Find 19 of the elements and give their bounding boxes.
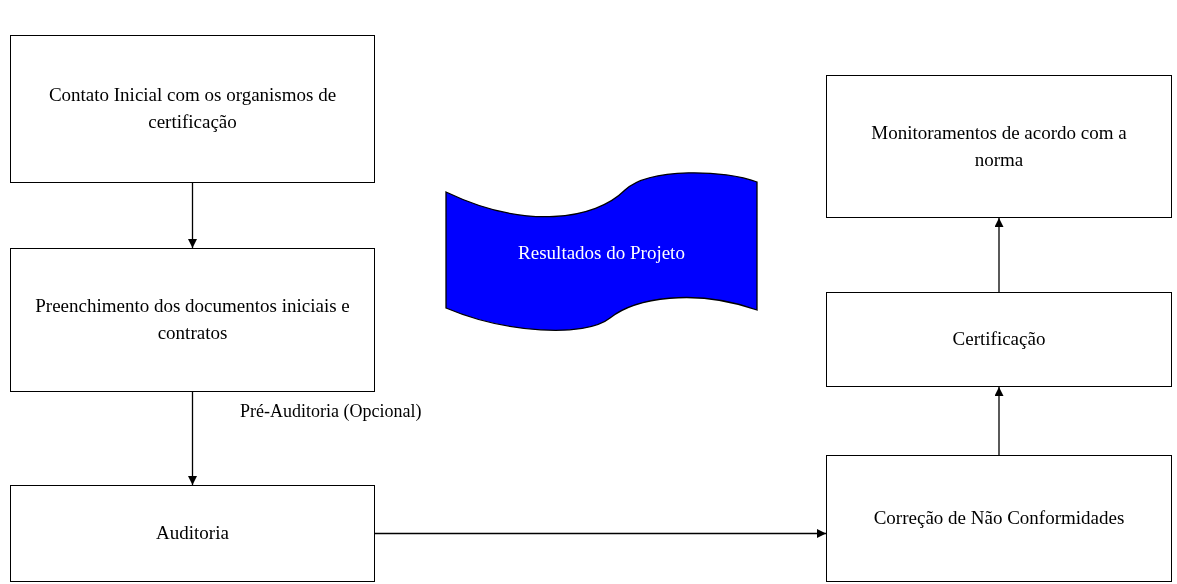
process-box: [10, 485, 375, 582]
node-text: Auditoria: [156, 521, 229, 546]
arrow: [188, 391, 197, 486]
node-text: Certificação: [952, 327, 1046, 352]
node-text: Correção de Não Conformidades: [873, 506, 1125, 531]
process-box: [10, 248, 375, 392]
arrow: [188, 182, 197, 249]
process-box: [826, 292, 1172, 387]
node-text: Resultados do Projeto: [517, 240, 686, 265]
arrow: [994, 217, 1004, 293]
node-text: Contato Inicial com os organismos de certificação: [47, 83, 338, 134]
node-text: Monitoramentos de acordo com a norma: [870, 120, 1128, 172]
process-box: [10, 35, 375, 183]
process-box: [826, 75, 1172, 218]
process-box: [826, 455, 1172, 582]
arrow: [994, 386, 1004, 456]
arrow: [374, 529, 827, 538]
note-text: Pré-Auditoria (Opcional): [240, 400, 422, 423]
node-text: Preenchimento dos documentos iniciais e contratos: [35, 294, 350, 345]
